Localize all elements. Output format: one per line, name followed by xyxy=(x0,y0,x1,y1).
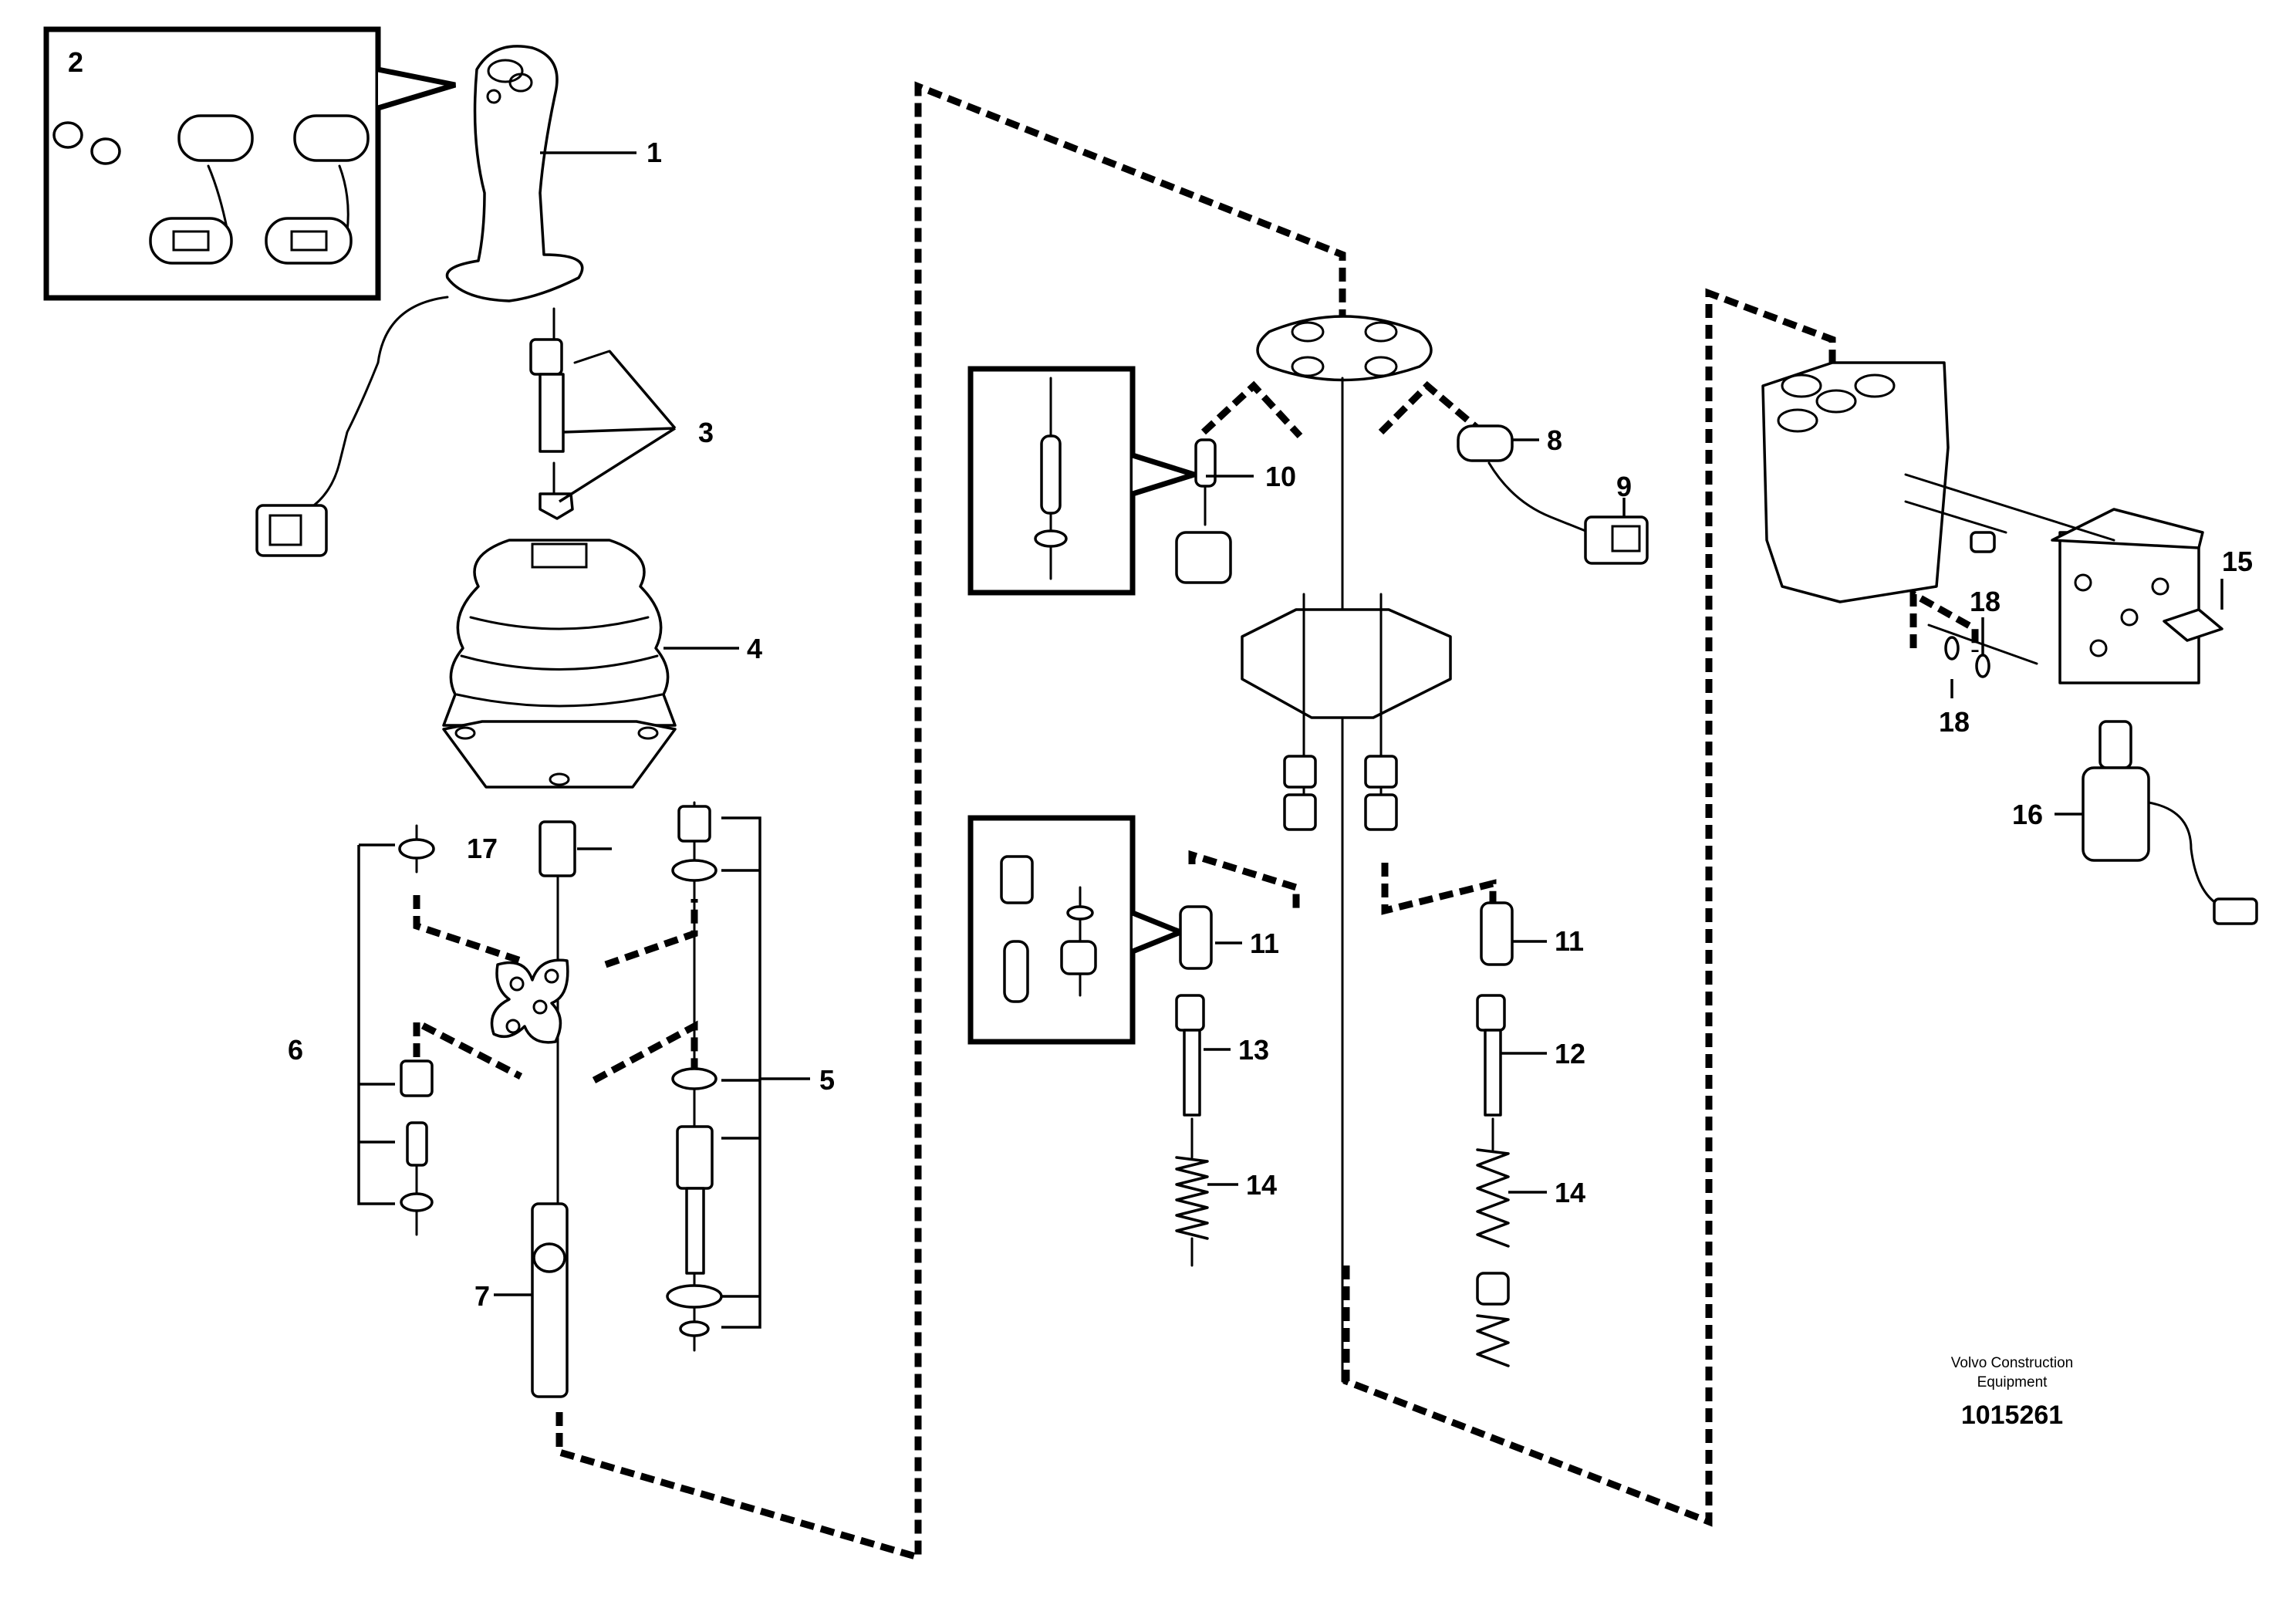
part-6-group xyxy=(357,824,435,1236)
callout-5: 5 xyxy=(819,1064,835,1096)
callout-labels: 2 1 3 4 17 6 5 7 10 8 9 11 11 13 12 14 1… xyxy=(68,46,2253,1312)
part-11-12-14-right xyxy=(1476,901,1514,1367)
callout-14-left: 14 xyxy=(1246,1169,1277,1201)
part-11-13-14-left xyxy=(1175,905,1213,1267)
callout-16: 16 xyxy=(2012,799,2043,830)
part-8-9-sensor xyxy=(1457,424,1649,565)
rubber-boot xyxy=(442,539,677,789)
callout-10: 10 xyxy=(1265,461,1296,492)
callout-6: 6 xyxy=(288,1034,303,1066)
callout-7: 7 xyxy=(474,1280,490,1312)
part-16-solenoid xyxy=(2082,720,2258,925)
inset-detail-10 xyxy=(967,366,1204,596)
callout-13: 13 xyxy=(1238,1034,1269,1066)
part-10 xyxy=(1175,438,1232,584)
joystick-handle xyxy=(255,45,584,557)
callout-17: 17 xyxy=(467,833,498,864)
brand-line-1: Volvo Construction xyxy=(1951,1355,2073,1371)
document-number: 1015261 xyxy=(1961,1401,2063,1430)
callout-4: 4 xyxy=(747,633,762,664)
part-5-group xyxy=(666,801,761,1352)
dashed-connection-lines xyxy=(413,81,1979,1563)
callout-1: 1 xyxy=(647,137,662,168)
callout-15: 15 xyxy=(2222,546,2253,577)
part-17-and-base xyxy=(490,820,576,1398)
valve-block xyxy=(1761,361,2223,684)
callout-2: 2 xyxy=(68,46,83,78)
callout-18-upper: 18 xyxy=(1970,586,2001,617)
callout-11-left: 11 xyxy=(1250,928,1279,959)
inset-detail-2 xyxy=(43,26,457,301)
center-plates xyxy=(1241,315,1452,1383)
part-3-shaft-nut xyxy=(529,307,611,520)
callout-12: 12 xyxy=(1555,1038,1585,1070)
callout-14-right: 14 xyxy=(1555,1177,1585,1208)
callout-3: 3 xyxy=(698,417,714,448)
leader-lines xyxy=(494,151,2223,1296)
callout-11-right: 11 xyxy=(1555,925,1584,957)
callout-9: 9 xyxy=(1616,471,1632,502)
inset-detail-11 xyxy=(967,815,1188,1045)
brand-line-2: Equipment xyxy=(1977,1374,2048,1391)
footer-block: Volvo Construction Equipment 1015261 xyxy=(1951,1355,2073,1430)
callout-18-lower: 18 xyxy=(1939,706,1970,738)
callout-8: 8 xyxy=(1547,424,1562,456)
